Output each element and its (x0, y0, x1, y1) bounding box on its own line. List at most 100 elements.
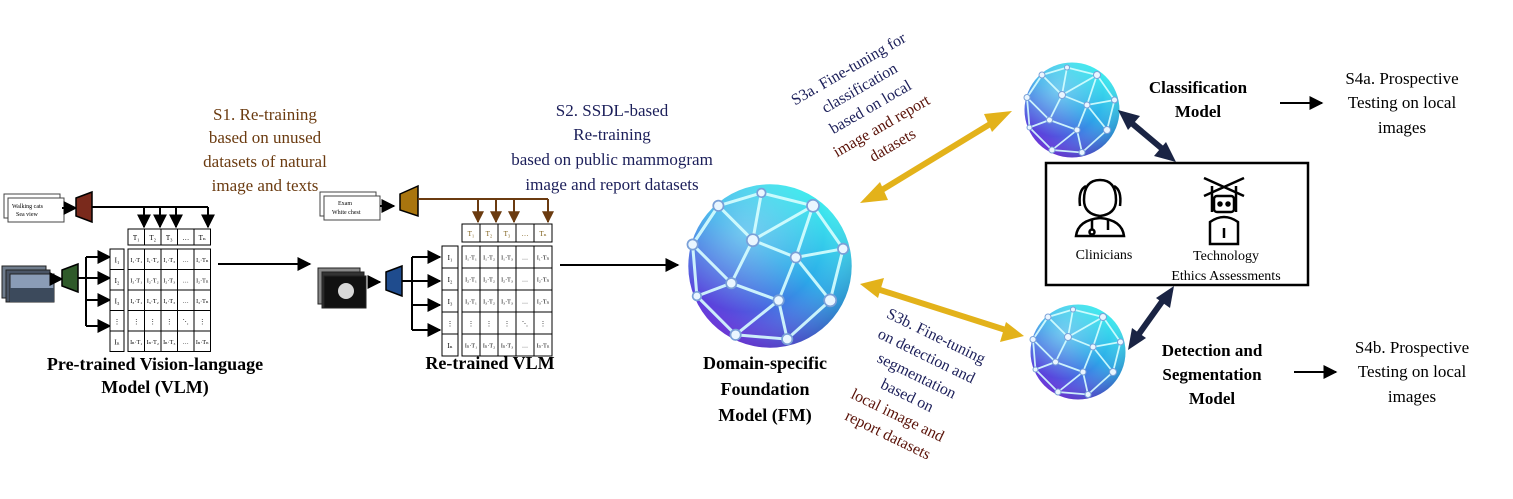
detection-model-sphere (1029, 303, 1127, 401)
matrix2-cell-label: … (522, 344, 528, 350)
matrix2-cell-label: ⋱ (522, 322, 528, 328)
matrix2-t-header-label: T₁ (468, 230, 475, 238)
image-input-stack-1 (1, 265, 55, 303)
matrix1-cell-label: I₁·Tₙ (196, 258, 209, 264)
matrix1-cell-label: ⋮ (133, 319, 139, 325)
stage-s1-line-4: image and texts (212, 176, 319, 195)
matrix2-t-header-label: T₃ (504, 230, 511, 238)
matrix1-cell-label: I₂·Tₙ (196, 278, 209, 284)
detection-model-label-line-1: Detection and (1162, 341, 1263, 360)
classification-model-label-line-1: Classification (1149, 78, 1248, 97)
matrix1-i-column-label: I₁ (115, 256, 120, 264)
matrix1-cell-label: I₃·T₁ (130, 299, 142, 305)
matrix1-i-column-label: I₂ (115, 277, 120, 285)
matrix1-cell-label: I₃·T₃ (163, 299, 175, 305)
assessment-arrow-detection (1128, 286, 1174, 350)
matrix2-i-column-label: I₃ (448, 298, 453, 306)
image-embedding-branches-2 (402, 250, 442, 337)
text-embedding-branches-1 (92, 206, 215, 229)
matrix2-cell-label: … (522, 300, 528, 306)
matrix2-i-column-label: ⋮ (447, 320, 454, 328)
matrix2-cell-label: I₂·T₃ (501, 278, 513, 284)
image-encoder-1 (61, 262, 79, 294)
text-embedding-branches-2 (418, 198, 554, 224)
matrix1-t-header-label: T₁ (133, 234, 140, 242)
matrix2-i-column-cell (441, 333, 459, 357)
matrix2-cell-label: ⋮ (540, 322, 546, 328)
classification-model-label-line-2: Model (1175, 102, 1222, 121)
matrix1-cell-label: I₂·T₁ (130, 278, 142, 284)
foundation-model-sphere (685, 182, 854, 350)
matrix1-cell-label: … (183, 278, 189, 284)
text-sample-2: Sea view (16, 212, 38, 218)
matrix2-cell-label: I₃·T₁ (465, 300, 477, 306)
matrix1-t-header-label: Tₙ (199, 234, 206, 242)
robot-puppet-icon (1203, 176, 1245, 246)
clinician-icon (1074, 178, 1126, 238)
matrix2-cell-label: ⋮ (486, 322, 492, 328)
matrix2-cell-label: I₂·Tₙ (537, 278, 550, 284)
matrix1-i-column-cell (109, 330, 125, 352)
stage-s4b-line-1: S4b. Prospective (1355, 338, 1469, 357)
finetune-arrow-detection (860, 278, 1024, 342)
matrix1-cell-label: … (183, 299, 189, 305)
matrix1-t-header-cell (193, 228, 211, 246)
text-sample-1: Walking cats (12, 204, 44, 210)
matrix2-cell-label: I₃·T₃ (501, 300, 513, 306)
stage-s1-line-2: based on unused (209, 128, 322, 147)
image-embedding-branches-1 (78, 250, 112, 333)
ethics-assessments-label: Ethics Assessments (1171, 269, 1280, 284)
image-encoder-2 (385, 264, 403, 298)
matrix2-cell-label: I₃·Tₙ (537, 300, 550, 306)
matrix2-cell-label: I₁·T₂ (483, 256, 495, 262)
foundation-model-label-line-3: Model (FM) (718, 405, 811, 426)
matrix2-i-column-label: Iₙ (447, 342, 452, 350)
matrix2-cell-label: Iₙ·T₃ (501, 344, 513, 350)
matrix1-cell-label: I₁·T₁ (130, 258, 142, 264)
text-input-stack-2: Exam White chest (319, 191, 381, 221)
matrix1-cell-label: ⋱ (183, 319, 189, 325)
stage-s4b-line-2: Testing on local (1358, 362, 1467, 381)
matrix1-t-header-label: T₂ (149, 234, 156, 242)
text-input-stack-1: Walking cats Sea view (3, 193, 65, 223)
matrix1-cell-label: Iₙ·Tₙ (196, 340, 209, 346)
stage-s2-line-4: image and report datasets (525, 175, 698, 194)
text-sample-4: White chest (332, 210, 361, 216)
stage-s4b-line-3: images (1388, 387, 1436, 406)
matrix1-t-header-label: … (182, 234, 189, 242)
matrix2-cell-label: … (522, 278, 528, 284)
text-sample-3: Exam (338, 201, 352, 207)
matrix1-cell-label: I₂·T₂ (147, 278, 159, 284)
matrix2-t-header-label: T₂ (486, 230, 493, 238)
matrix1-cell-label: ⋮ (150, 319, 156, 325)
matrix2-t-header-label: … (522, 230, 529, 238)
matrix1-cell-label: ⋮ (166, 319, 172, 325)
technology-label: Technology (1193, 249, 1259, 264)
matrix2-cell-label: … (522, 256, 528, 262)
matrix2-t-header-label: Tₙ (539, 230, 546, 238)
text-encoder-1 (75, 190, 93, 224)
matrix2-i-column-label: I₂ (448, 276, 453, 284)
matrix2-cell-label: ⋮ (504, 322, 510, 328)
matrix2-cell-label: Iₙ·T₂ (483, 344, 495, 350)
matrix2-cell-label: Iₙ·Tₙ (537, 344, 550, 350)
stage-s2-line-2: Re-training (573, 125, 651, 144)
matrix2-cell-label: I₁·Tₙ (537, 256, 550, 262)
stage-s4a-line-3: images (1378, 118, 1426, 137)
detection-model-label-line-2: Segmentation (1162, 365, 1262, 384)
matrix1-cell (193, 330, 211, 352)
stage-s4a-line-1: S4a. Prospective (1345, 69, 1458, 88)
classification-model-sphere (1023, 61, 1121, 159)
finetune-arrow-classification (860, 111, 1012, 203)
matrix1-cell-label: Iₙ·T₁ (130, 340, 142, 346)
matrix1-i-column-label: ⋮ (114, 318, 121, 326)
matrix1-cell-label: … (183, 258, 189, 264)
matrix1-i-column-label: Iₙ (114, 338, 119, 346)
text-encoder-2 (399, 184, 419, 218)
stage-s1-line-1: S1. Re-training (213, 105, 317, 124)
stage-s1-line-3: datasets of natural (203, 152, 327, 171)
matrix2-cell-label: I₃·T₂ (483, 300, 495, 306)
matrix2-cell-label: ⋮ (468, 322, 474, 328)
